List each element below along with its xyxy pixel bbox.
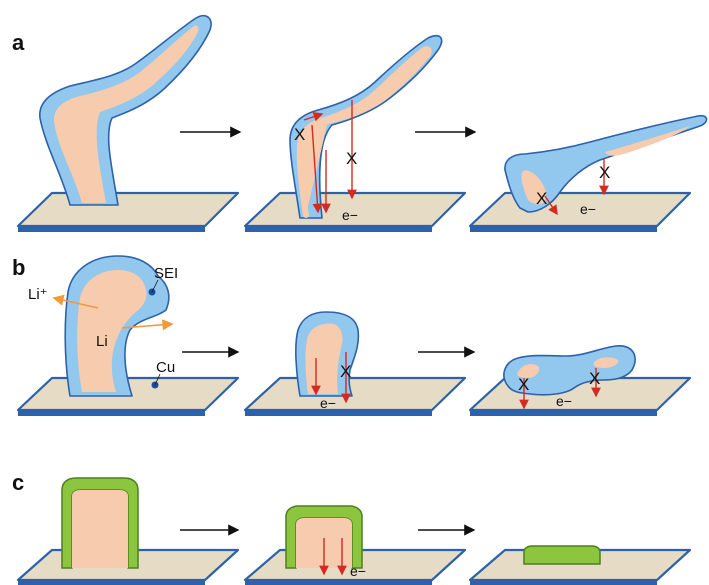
electron-label: e− bbox=[580, 201, 596, 217]
lithium-label: Li bbox=[96, 333, 108, 350]
panel-b-label: b bbox=[12, 255, 25, 280]
sei-label: SEI bbox=[154, 265, 178, 282]
panel-b-stage-3: X X e− bbox=[470, 346, 690, 416]
panel-c-label: c bbox=[12, 470, 24, 495]
panel-b-stage-2: X e− bbox=[245, 312, 465, 416]
blocked-mark: X bbox=[599, 163, 610, 182]
copper-label: Cu bbox=[156, 359, 175, 376]
electron-label: e− bbox=[342, 207, 358, 223]
panel-a-stage-1 bbox=[18, 16, 238, 232]
electron-label: e− bbox=[350, 563, 366, 579]
panel-b: b SEI Li⁺ Li Cu X e bbox=[12, 255, 690, 416]
panel-a: a X X e− bbox=[12, 16, 707, 232]
protective-shell bbox=[524, 546, 600, 564]
blocked-mark: X bbox=[294, 125, 305, 144]
lithium-core bbox=[54, 25, 199, 203]
copper-substrate bbox=[18, 193, 238, 226]
blocked-mark: X bbox=[518, 375, 529, 394]
panel-c-stage-2: e− bbox=[245, 506, 465, 585]
panel-c-stage-3 bbox=[470, 546, 690, 585]
panel-a-stage-3: X X e− bbox=[470, 116, 707, 232]
panel-a-stage-2: X X e− bbox=[245, 36, 465, 232]
lithium-core bbox=[77, 270, 146, 392]
electron-label: e− bbox=[320, 395, 336, 411]
lithium-core bbox=[72, 490, 128, 568]
blocked-mark: X bbox=[340, 362, 351, 381]
copper-substrate bbox=[245, 378, 465, 410]
electron-label: e− bbox=[556, 393, 572, 409]
lithium-core bbox=[305, 324, 342, 395]
blocked-mark: X bbox=[589, 369, 600, 388]
panel-b-stage-1: SEI Li⁺ Li Cu bbox=[18, 256, 238, 416]
blocked-mark: X bbox=[536, 189, 547, 208]
blocked-mark: X bbox=[346, 149, 357, 168]
li-ion-label: Li⁺ bbox=[28, 286, 48, 303]
panel-c-stage-1 bbox=[18, 478, 238, 585]
panel-c: c e− bbox=[12, 470, 690, 585]
panel-a-label: a bbox=[12, 30, 25, 55]
